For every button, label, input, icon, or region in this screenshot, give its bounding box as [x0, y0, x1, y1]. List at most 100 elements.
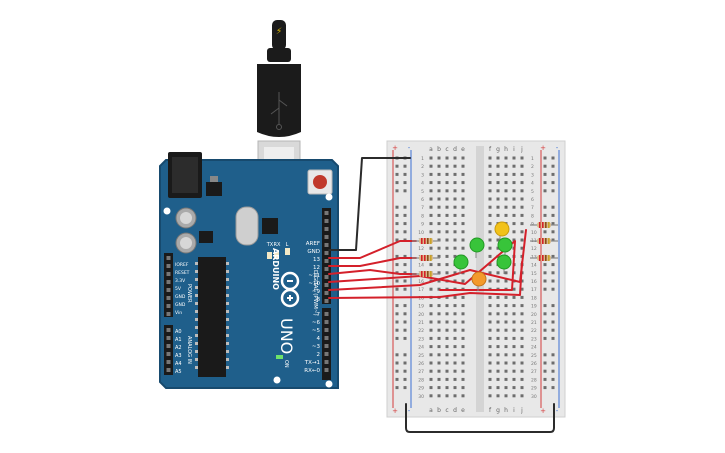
row-label: 5 [531, 189, 534, 195]
resistor[interactable] [530, 255, 558, 261]
on-label: ON [283, 360, 289, 368]
rail-jumper-wire[interactable] [405, 403, 555, 433]
breadboard[interactable]: + - + - + - + - a b c d e f g h i j a b … [386, 140, 566, 418]
uno-label: UNO [277, 318, 296, 354]
resistor[interactable] [412, 255, 440, 261]
svg-text:b: b [437, 407, 441, 414]
row-label: 1 [531, 156, 534, 162]
row-label: 15 [531, 271, 537, 277]
row-label: 7 [421, 205, 424, 211]
rail-minus-label: - [556, 144, 559, 152]
svg-text:c: c [445, 407, 448, 414]
row-label: 10 [531, 230, 537, 236]
svg-text:~6: ~6 [312, 320, 321, 326]
row-label: 3 [421, 172, 424, 178]
svg-text:i: i [513, 146, 515, 153]
row-label: 22 [418, 328, 424, 334]
row-label: 14 [418, 263, 424, 269]
rx-led [274, 252, 279, 259]
led-green[interactable] [496, 254, 512, 274]
rail-plus-label: + [392, 144, 398, 152]
row-label: 10 [418, 230, 424, 236]
row-label: 23 [531, 336, 537, 342]
rail-plus-label: + [540, 407, 546, 415]
row-label: 20 [531, 312, 537, 318]
pin-8-wire[interactable] [328, 261, 523, 299]
svg-text:A1: A1 [175, 337, 182, 343]
row-label: 19 [418, 304, 424, 310]
led-green[interactable] [497, 237, 513, 258]
rail-plus-label: + [392, 407, 398, 415]
rail-minus-label: - [408, 144, 411, 152]
resistor[interactable] [412, 271, 440, 277]
svg-text:~10: ~10 [308, 281, 320, 287]
arduino-uno-board[interactable]: L TX RX ARDUINO UNO DIGITAL (PWM~) ON IO… [159, 152, 339, 389]
svg-text:IOREF: IOREF [175, 262, 189, 268]
rail-minus-label: - [408, 407, 411, 415]
usb-symbol-icon [270, 92, 288, 130]
row-labels: 1122334455667788991010111112121313141415… [418, 156, 537, 400]
svg-text:j: j [520, 407, 523, 414]
svg-text:~9: ~9 [312, 289, 321, 295]
power-header[interactable] [164, 253, 173, 317]
led-green[interactable] [469, 237, 485, 258]
digital-header-top[interactable] [322, 208, 331, 304]
row-label: 23 [418, 336, 424, 342]
row-label: 3 [531, 172, 534, 178]
row-label: 12 [418, 246, 424, 252]
tx-led [267, 252, 272, 259]
svg-text:~11: ~11 [308, 273, 320, 279]
row-label: 21 [418, 320, 424, 326]
svg-text:AREF: AREF [306, 241, 320, 247]
row-label: 19 [531, 304, 537, 310]
pin-13-wire[interactable] [328, 240, 417, 259]
led-green[interactable] [453, 254, 469, 274]
svg-text:A2: A2 [175, 345, 182, 351]
row-label: 4 [531, 181, 534, 187]
row-label: 7 [531, 205, 534, 211]
row-label: 28 [531, 377, 537, 383]
led-orange[interactable] [471, 271, 487, 291]
power-pin-labels: IOREF RESET 3.3V 5V GND GND Vin [175, 262, 190, 316]
row-label: 28 [418, 377, 424, 383]
breadboard-holes[interactable] [395, 156, 555, 398]
row-label: 24 [531, 345, 537, 351]
digital-label: DIGITAL (PWM~) [312, 270, 318, 316]
svg-text:12: 12 [313, 265, 320, 271]
row-label: 20 [418, 312, 424, 318]
analog-header[interactable] [164, 325, 173, 375]
svg-text:~5: ~5 [312, 328, 321, 334]
row-label: 27 [531, 369, 537, 375]
row-label: 26 [531, 361, 537, 367]
pin-11-wire[interactable] [328, 269, 417, 275]
row-label: 12 [531, 246, 537, 252]
svg-text:e: e [461, 146, 465, 153]
svg-text:~3: ~3 [312, 344, 321, 350]
arduino-logo-text: ARDUINO [271, 248, 280, 290]
row-label: 30 [531, 394, 537, 400]
svg-text:2: 2 [317, 352, 321, 358]
resistor[interactable] [530, 238, 558, 244]
resistor[interactable] [412, 238, 440, 244]
row-label: 18 [531, 295, 537, 301]
svg-text:a: a [429, 407, 433, 414]
atmega-chip [198, 257, 226, 377]
analog-pin-labels: A0 A1 A2 A3 A4 A5 [175, 329, 182, 375]
row-label: 8 [421, 213, 424, 219]
row-label: 8 [531, 213, 534, 219]
resistor[interactable] [530, 222, 558, 228]
usb-bolt-icon: ⚡ [276, 27, 282, 37]
row-label: 4 [421, 181, 424, 187]
analog-label: ANALOG IN [186, 336, 192, 364]
svg-text:RESET: RESET [175, 270, 190, 276]
pin-12-wire[interactable] [328, 257, 417, 267]
row-label: 14 [531, 263, 537, 269]
pin-10-wire[interactable] [328, 240, 516, 291]
svg-text:f: f [489, 407, 492, 414]
gnd-wire[interactable] [328, 157, 411, 251]
row-label: 5 [421, 189, 424, 195]
svg-text:c: c [445, 146, 448, 153]
row-label: 16 [418, 279, 424, 285]
crystal [235, 206, 259, 246]
